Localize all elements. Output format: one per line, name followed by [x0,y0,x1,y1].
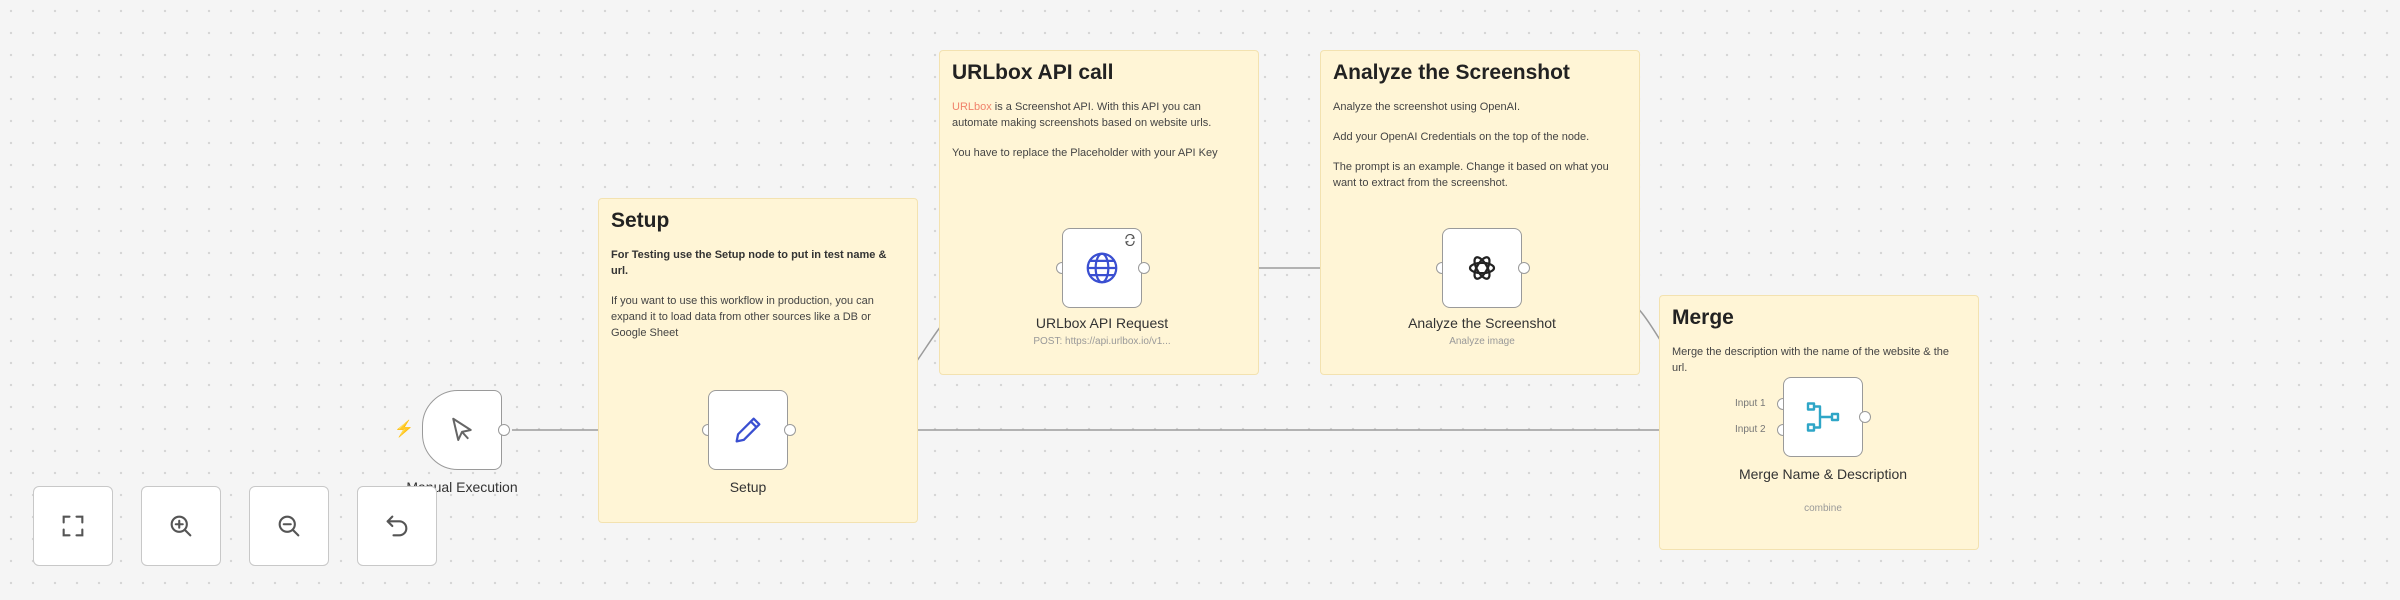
sticky-text: For Testing use the Setup node to put in… [611,249,887,277]
openai-icon [1468,256,1496,280]
node-merge[interactable] [1783,377,1863,457]
sync-icon [1125,234,1135,246]
sticky-text: Analyze the screenshot using OpenAI. [1333,101,1521,113]
cursor-icon [452,417,472,441]
node-subtitle: POST: https://api.urlbox.io/v1... [1033,336,1171,347]
globe-icon [1086,252,1118,284]
output-port[interactable] [498,424,510,436]
output-port[interactable] [1138,262,1150,274]
node-subtitle: Analyze image [1449,336,1515,347]
node-manual-execution[interactable] [422,390,502,470]
sticky-title: Merge [1672,306,1734,329]
node-label: Merge Name & Description [1738,466,1908,482]
node-label: Setup [729,479,767,495]
sticky-urlbox[interactable]: URLbox API call URLbox is a Screenshot A… [939,50,1259,375]
zoom-out-button[interactable] [249,486,329,566]
sticky-text: If you want to use this workflow in prod… [611,295,874,339]
sticky-text: URLbox is a Screenshot API. With this AP… [952,101,1212,129]
sticky-title: Analyze the Screenshot [1333,61,1570,84]
input-1-label: Input 1 [1735,398,1766,409]
zoom-in-button[interactable] [141,486,221,566]
sticky-title: Setup [611,209,670,232]
node-label: Analyze the Screenshot [1408,315,1556,331]
pencil-icon [735,417,761,443]
fullscreen-icon [62,515,84,537]
undo-button[interactable] [357,486,437,566]
sticky-analyze[interactable]: Analyze the Screenshot Analyze the scree… [1320,50,1640,375]
sticky-text: The prompt is an example. Change it base… [1333,161,1609,189]
node-subtitle: combine [1804,503,1842,514]
merge-icon [1806,402,1840,432]
sticky-text: You have to replace the Placeholder with… [952,147,1218,159]
node-setup[interactable] [708,390,788,470]
sticky-title: URLbox API call [952,61,1114,84]
trigger-bolt-icon: ⚡ [394,421,414,438]
fit-view-button[interactable] [33,486,113,566]
output-port[interactable] [1859,411,1871,423]
undo-icon [386,515,408,537]
node-label: URLbox API Request [1035,315,1169,331]
sticky-text: Add your OpenAI Credentials on the top o… [1333,131,1590,143]
output-port[interactable] [784,424,796,436]
output-port[interactable] [1518,262,1530,274]
sticky-text: Merge the description with the name of t… [1672,346,1949,374]
zoom-out-icon [278,515,300,537]
input-2-label: Input 2 [1735,424,1766,435]
node-analyze-screenshot[interactable] [1442,228,1522,308]
node-urlbox-api-request[interactable] [1062,228,1142,308]
sticky-setup[interactable]: Setup For Testing use the Setup node to … [598,198,918,523]
urlbox-link[interactable]: URLbox [952,101,992,113]
zoom-in-icon [170,515,192,537]
